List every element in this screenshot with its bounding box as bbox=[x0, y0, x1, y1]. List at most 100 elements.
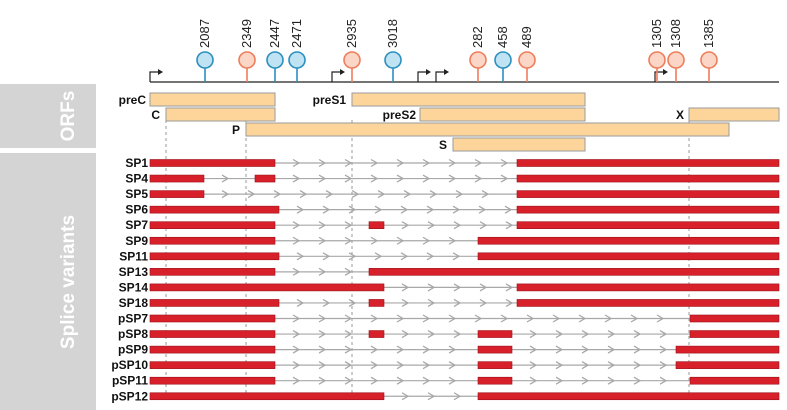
exon-block bbox=[149, 283, 385, 292]
intron-chevron bbox=[396, 158, 405, 168]
intron-chevron bbox=[505, 298, 514, 308]
intron-chevron bbox=[292, 329, 301, 339]
intron-chevron bbox=[481, 190, 490, 199]
exon-block bbox=[149, 376, 276, 385]
intron-chevron bbox=[325, 190, 334, 199]
intron-chevron bbox=[448, 158, 457, 168]
intron-chevron bbox=[400, 252, 409, 261]
exon-block bbox=[477, 345, 513, 354]
orf-label: preS2 bbox=[383, 108, 417, 122]
intron-chevron bbox=[659, 345, 668, 354]
intron-chevron bbox=[452, 252, 461, 261]
intron-chevron bbox=[479, 298, 488, 308]
intron-chevron bbox=[607, 329, 616, 339]
intron-chevron bbox=[221, 174, 230, 183]
exon-block bbox=[149, 361, 276, 369]
intron-chevron bbox=[318, 376, 327, 385]
site-label: 2349 bbox=[239, 19, 254, 48]
variant-label: SP5 bbox=[125, 187, 148, 201]
intron-chevron bbox=[344, 345, 353, 354]
intron-chevron bbox=[607, 376, 616, 385]
intron-chevron bbox=[479, 283, 488, 292]
intron-chevron bbox=[607, 361, 616, 370]
intron-chevron bbox=[448, 345, 457, 354]
intron-chevron bbox=[292, 345, 301, 354]
intron-chevron bbox=[474, 158, 483, 168]
intron-chevron bbox=[273, 190, 282, 199]
intron-chevron bbox=[448, 174, 457, 183]
intron-chevron bbox=[504, 205, 513, 214]
exon-block bbox=[675, 361, 780, 369]
variant-label: SP4 bbox=[125, 172, 148, 186]
intron-chevron bbox=[474, 174, 483, 183]
intron-chevron bbox=[578, 314, 587, 323]
intron-chevron bbox=[422, 376, 431, 385]
intron-chevron bbox=[401, 392, 410, 401]
intron-chevron bbox=[401, 298, 410, 308]
exon-block bbox=[149, 236, 276, 245]
intron-chevron bbox=[633, 329, 642, 339]
intron-chevron bbox=[296, 298, 305, 308]
site-marker bbox=[667, 51, 685, 69]
panel-splice-variants: Splice variants bbox=[0, 153, 96, 410]
intron-chevron bbox=[370, 236, 379, 245]
intron-chevron bbox=[659, 376, 668, 385]
intron-chevron bbox=[427, 283, 436, 292]
intron-chevron bbox=[296, 205, 305, 214]
orf-bar bbox=[351, 92, 586, 107]
orf-label: preC bbox=[119, 93, 147, 107]
exon-block bbox=[516, 159, 780, 167]
exon-block bbox=[477, 376, 513, 385]
variant-label: SP13 bbox=[119, 265, 149, 279]
site-label: 2447 bbox=[267, 19, 282, 48]
genome-axis bbox=[149, 69, 779, 83]
intron-chevron bbox=[478, 205, 487, 214]
site-label: 3018 bbox=[385, 19, 400, 48]
intron-chevron bbox=[427, 298, 436, 308]
orf-label: P bbox=[232, 123, 240, 137]
intron-chevron bbox=[555, 345, 564, 354]
variant-label: pSP8 bbox=[118, 327, 148, 341]
intron-chevron bbox=[396, 345, 405, 354]
panel-splice-label: Splice variants bbox=[58, 215, 79, 349]
exon-block bbox=[477, 392, 780, 401]
promoter-arrow bbox=[435, 71, 446, 82]
intron-chevron bbox=[344, 174, 353, 183]
intron-chevron bbox=[292, 221, 301, 230]
intron-chevron bbox=[448, 236, 457, 245]
intron-chevron bbox=[318, 267, 327, 276]
intron-chevron bbox=[604, 314, 613, 323]
intron-chevron bbox=[370, 314, 379, 323]
site-label: 2087 bbox=[197, 19, 212, 48]
site-marker bbox=[494, 51, 512, 69]
intron-chevron bbox=[529, 376, 538, 385]
intron-chevron bbox=[396, 236, 405, 245]
intron-chevron bbox=[630, 314, 639, 323]
intron-chevron bbox=[370, 174, 379, 183]
intron-chevron bbox=[633, 361, 642, 370]
site-marker bbox=[288, 51, 306, 69]
site-label: 282 bbox=[470, 26, 485, 48]
exon-block bbox=[149, 330, 276, 338]
intron-chevron bbox=[455, 190, 464, 199]
intron-chevron bbox=[505, 221, 514, 230]
intron-chevron bbox=[453, 221, 462, 230]
intron-chevron bbox=[344, 236, 353, 245]
orf-bar bbox=[419, 107, 586, 122]
intron-chevron bbox=[374, 252, 383, 261]
intron-chevron bbox=[555, 361, 564, 370]
intron-chevron bbox=[453, 329, 462, 339]
promoter-arrowhead bbox=[444, 69, 449, 75]
exon-block bbox=[516, 174, 780, 183]
intron-chevron bbox=[344, 158, 353, 168]
intron-chevron bbox=[292, 361, 301, 370]
intron-chevron bbox=[607, 345, 616, 354]
site-marker bbox=[648, 51, 666, 69]
site-marker bbox=[469, 51, 487, 69]
promoter-arrow bbox=[331, 71, 342, 82]
variant-label: SP6 bbox=[125, 203, 148, 217]
intron-chevron bbox=[422, 158, 431, 168]
intron-chevron bbox=[344, 221, 353, 230]
variant-label: SP11 bbox=[119, 249, 148, 263]
